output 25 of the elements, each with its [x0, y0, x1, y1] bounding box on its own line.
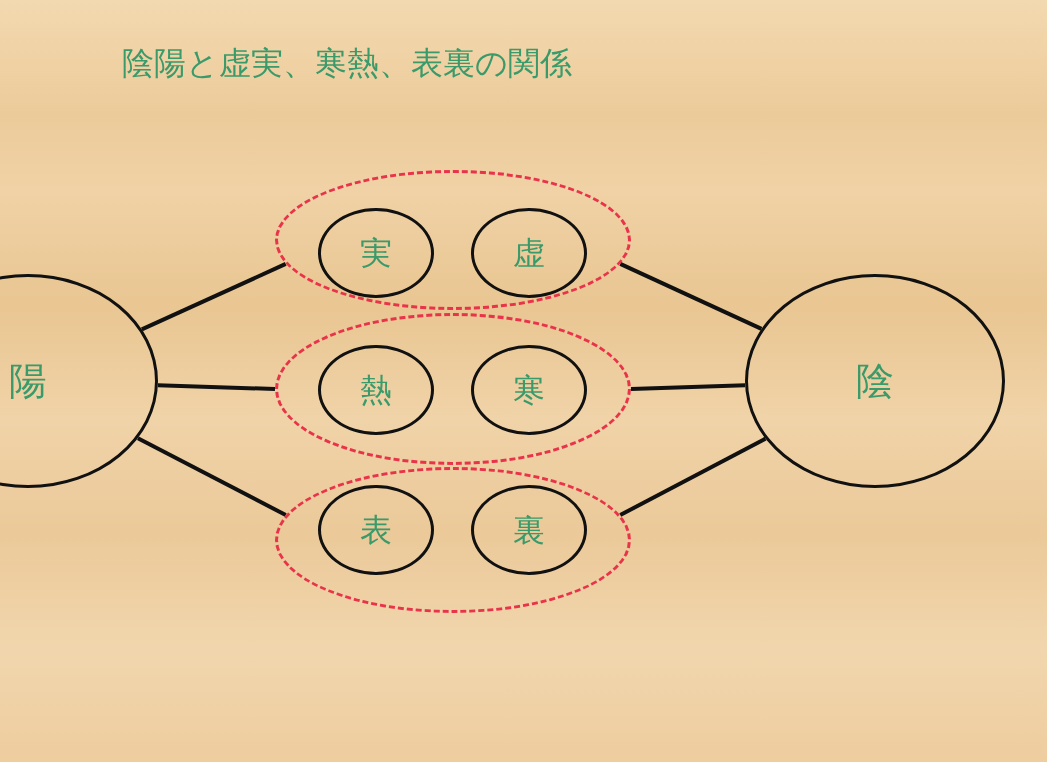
ellipse-outline — [471, 485, 587, 575]
ellipse-outline — [471, 208, 587, 298]
node-label: 寒 — [512, 374, 546, 406]
connector-line — [619, 262, 763, 331]
connector-line — [157, 383, 276, 391]
connector-line — [136, 436, 287, 517]
node-label: 陽 — [8, 362, 48, 400]
dashed-ellipse — [275, 313, 631, 465]
connector-line — [619, 436, 767, 517]
dashed-ellipse — [275, 170, 631, 310]
ellipse-outline — [318, 485, 434, 575]
ellipse-outline — [745, 274, 1005, 488]
node-label: 熱 — [359, 374, 393, 406]
ellipse-outline — [318, 208, 434, 298]
connector-line — [141, 262, 287, 332]
node-label: 裏 — [512, 514, 546, 546]
dashed-ellipse — [275, 467, 631, 613]
connector-line — [630, 383, 746, 391]
node-label: 陰 — [855, 362, 895, 400]
node-label: 表 — [359, 514, 393, 546]
ellipse-outline — [471, 345, 587, 435]
node-label: 実 — [359, 237, 393, 269]
ellipse-outline — [318, 345, 434, 435]
title: 陰陽と虚実、寒熱、表裏の関係 — [122, 43, 572, 84]
node-label: 虚 — [512, 237, 546, 269]
